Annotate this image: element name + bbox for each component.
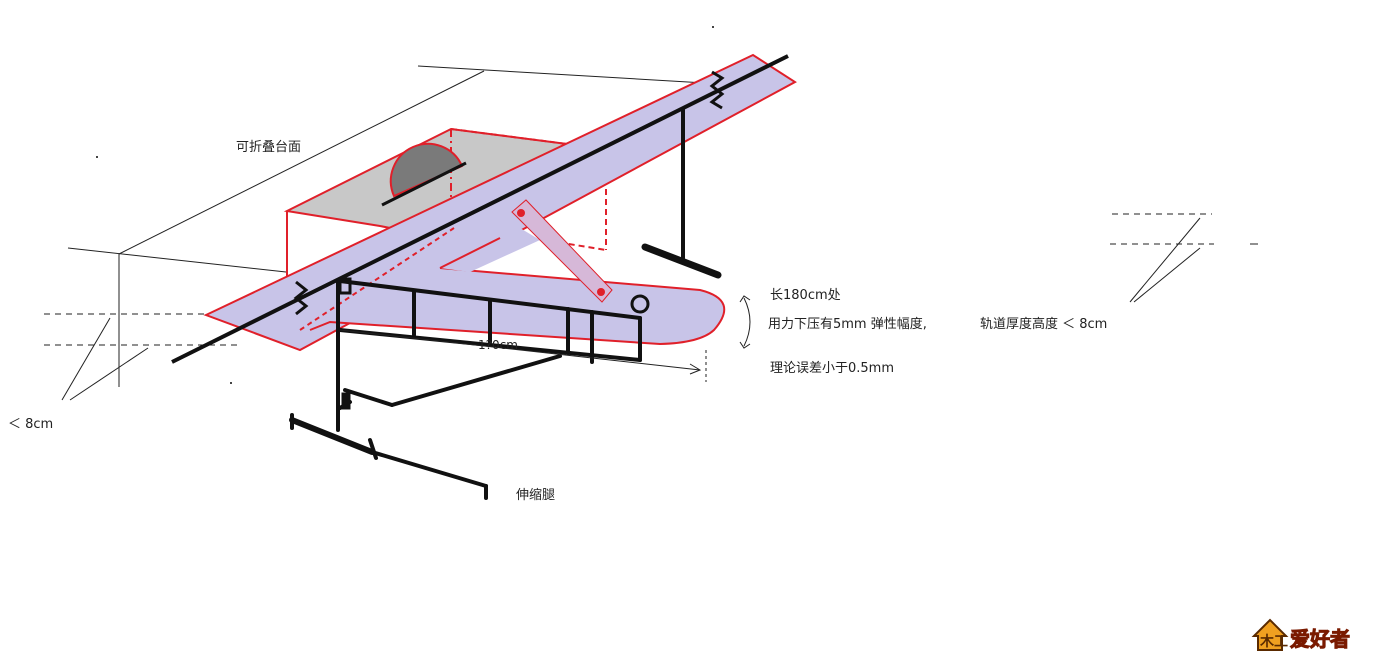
sliding-rail: [171, 53, 797, 364]
label-length-180: 长180cm处: [770, 288, 841, 303]
end-bolt-icon: [630, 294, 650, 314]
right-height-reference: [1110, 213, 1258, 303]
label-press-elastic: 用力下压有5mm 弹性幅度,: [768, 317, 927, 332]
label-left-height: ＜ 8cm: [8, 417, 54, 432]
logo-brand: 爱好者: [1290, 627, 1350, 651]
folding-table-outline: [67, 65, 723, 387]
saw-blade: [389, 142, 464, 198]
label-track-height: 轨道厚度高度 ＜ 8cm: [980, 317, 1108, 332]
pivot-arm: [511, 199, 613, 303]
brand-logo: 木工 爱好者: [1250, 616, 1375, 654]
rail-clamps: [293, 70, 725, 410]
dimension-lines: [339, 295, 751, 382]
logo-glyph: 木工: [1259, 633, 1288, 650]
pivot-point-top: [517, 209, 525, 217]
label-folding-table: 可折叠台面: [236, 140, 302, 155]
label-telescopic-leg: 伸缩腿: [516, 488, 556, 503]
specks: [96, 26, 714, 384]
left-height-reference: [44, 313, 240, 401]
pivot-point-bottom: [597, 288, 605, 296]
label-theory-error: 理论误差小于0.5mm: [770, 361, 895, 376]
label-dimension-140: 1?0cm: [478, 338, 518, 352]
